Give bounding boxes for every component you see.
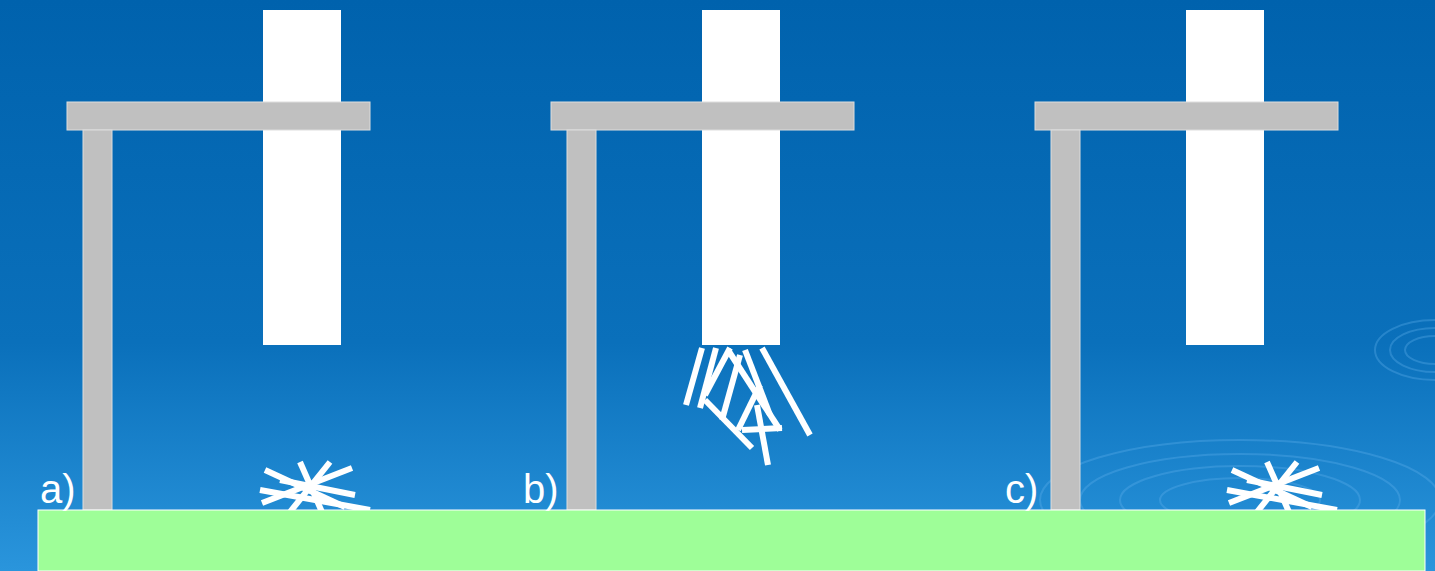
stand-a (67, 10, 370, 510)
panel-letter: a) (40, 466, 76, 512)
panel-letter: c) (1005, 466, 1038, 512)
ground (38, 510, 1425, 571)
stand-c (1035, 10, 1338, 510)
fibers-b (686, 348, 810, 465)
fibers-c (1227, 462, 1337, 512)
fibers-a (260, 462, 370, 512)
stand-b (551, 10, 854, 510)
panel-letter: b) (523, 466, 559, 512)
